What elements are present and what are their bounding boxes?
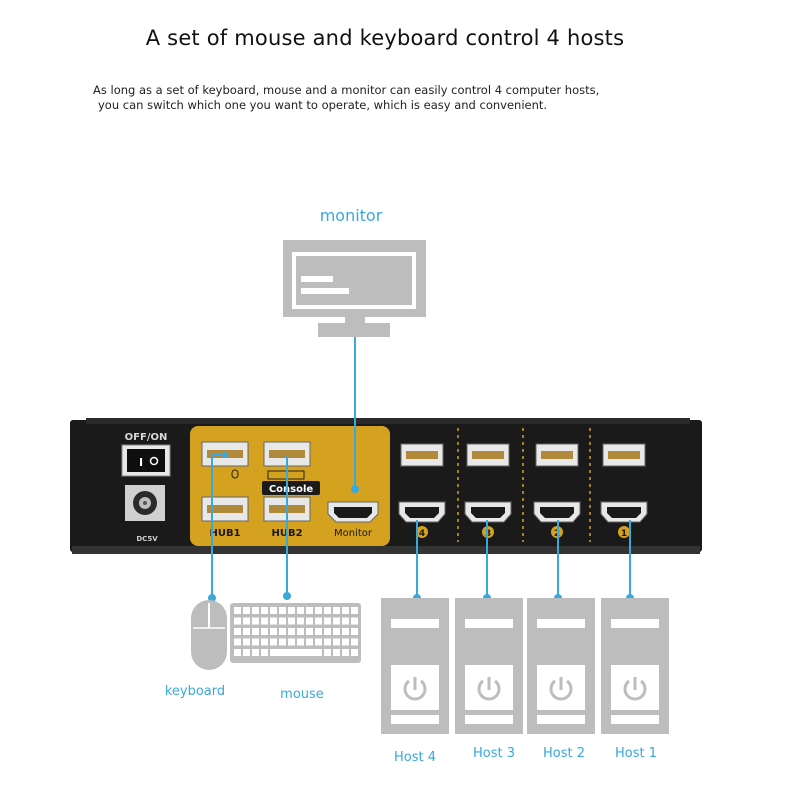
port-number-1: 1: [618, 526, 630, 539]
power-label: OFF/ON: [125, 432, 168, 443]
computer-tower-icon-host3: [455, 598, 523, 734]
port-number-4: 4: [416, 526, 428, 539]
host-port-group-4: [398, 443, 446, 523]
monitor-label: monitor: [319, 206, 383, 225]
monitor-port-label: Monitor: [334, 528, 373, 539]
dc-label: DC5V: [136, 535, 158, 543]
description-line-2: you can switch which one you want to ope…: [98, 98, 548, 112]
mouse-label: mouse: [280, 687, 324, 702]
keyboard-label: keyboard: [164, 684, 226, 699]
power-icon: [477, 677, 501, 701]
power-icon: [623, 677, 647, 701]
console-label: Console: [269, 484, 314, 495]
computer-tower-icon-host1: [601, 598, 669, 734]
hub1-label: HUB1: [209, 528, 240, 539]
host-label-3: Host 3: [472, 746, 515, 761]
usb-port-hub1: [201, 496, 249, 522]
hdmi-port-monitor: [327, 501, 379, 523]
svg-text:4: 4: [419, 529, 425, 539]
mouse-small-icon: [231, 469, 239, 479]
svg-text:1: 1: [621, 529, 627, 539]
power-switch[interactable]: I: [121, 444, 171, 477]
host-port-group-1: [600, 443, 648, 523]
host-label-1: Host 1: [614, 746, 657, 761]
svg-text:I: I: [139, 456, 143, 469]
monitor-icon: [283, 240, 426, 337]
dc-jack: [125, 485, 165, 521]
page-title: A set of mouse and keyboard control 4 ho…: [145, 26, 625, 50]
host-port-group-2: [533, 443, 581, 523]
mouse-icon: [191, 600, 227, 670]
host-label-2: Host 2: [542, 746, 585, 761]
host-label-4: Host 4: [393, 750, 436, 765]
power-icon: [549, 677, 573, 701]
host-port-group-3: [464, 443, 512, 523]
computer-tower-icon-host4: [381, 598, 449, 734]
computer-tower-icon-host2: [527, 598, 595, 734]
description-line-1: As long as a set of keyboard, mouse and …: [93, 83, 600, 97]
kvm-switch-device: I OFF/ON DC5V Console: [70, 418, 702, 554]
connection-lines: [208, 337, 634, 602]
power-icon: [403, 677, 427, 701]
keyboard-icon: [230, 603, 361, 663]
